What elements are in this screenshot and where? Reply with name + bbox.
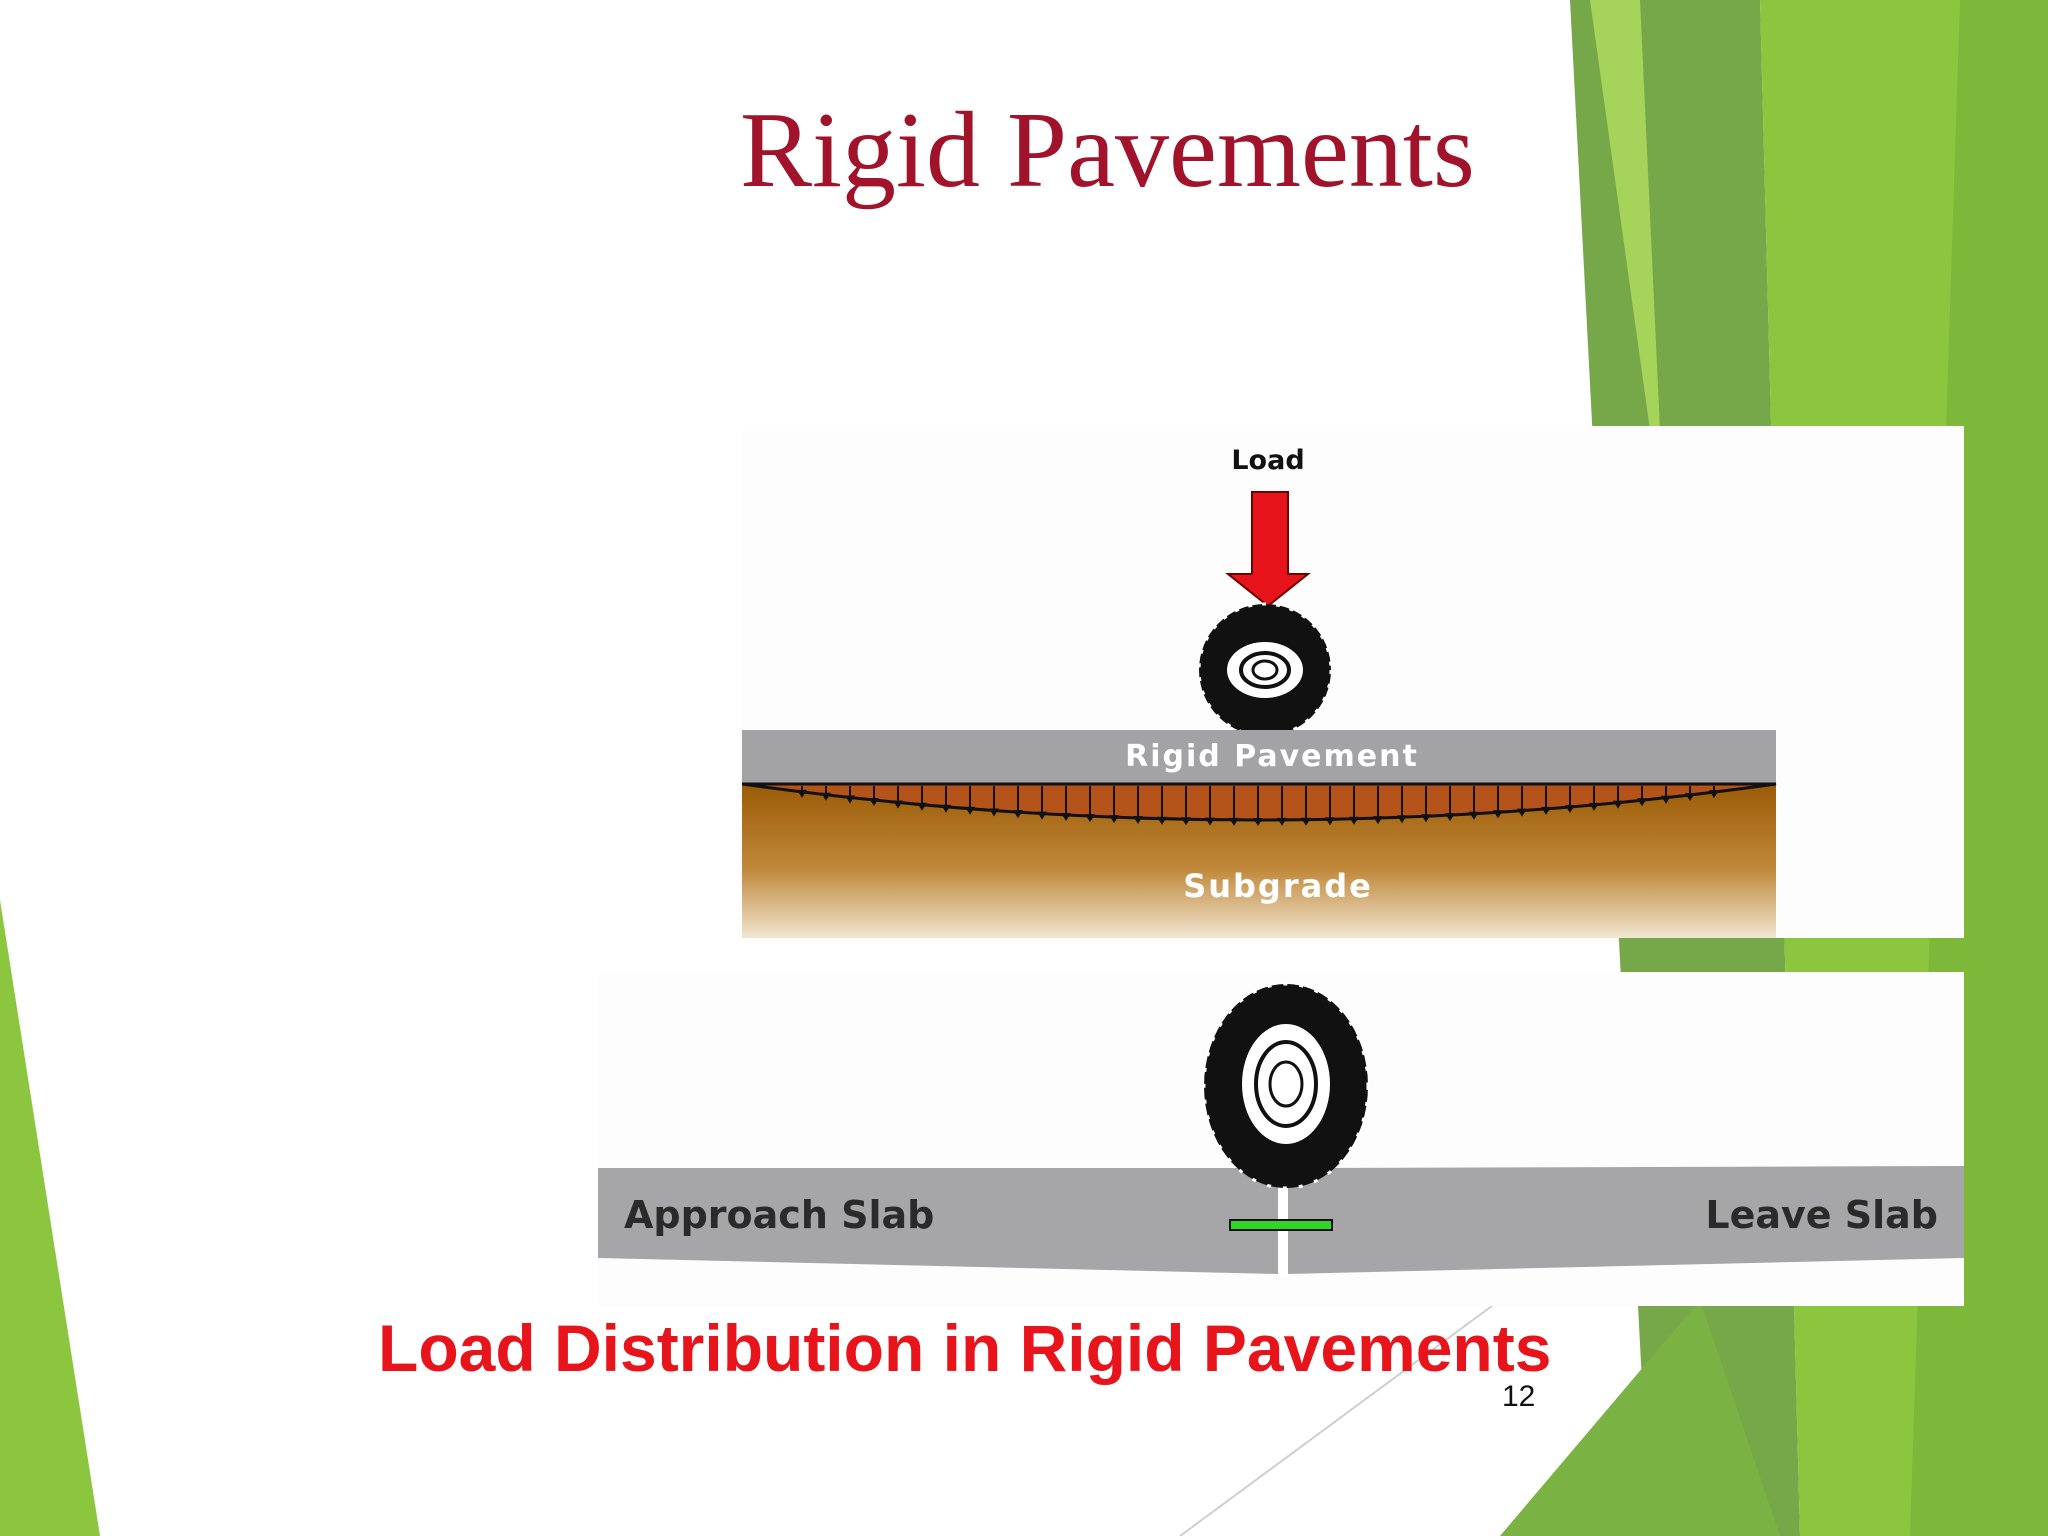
stress-arrow-head	[1205, 817, 1215, 826]
stress-arrow-head	[1709, 790, 1719, 799]
subgrade-label: Subgrade	[1183, 867, 1373, 905]
slab-joint-diagram: Approach Slab Leave Slab	[598, 972, 1964, 1306]
slide-caption: Load Distribution in Rigid Pavements	[378, 1311, 1552, 1385]
stress-arrow-head	[1541, 806, 1551, 815]
rigid-pavement-diagram: Load Rigid Pavement Subgrade	[742, 426, 1964, 938]
slide-title: Rigid Pavements	[740, 91, 1475, 210]
stress-arrow-head	[1229, 817, 1239, 826]
stress-arrow-head	[1589, 802, 1599, 811]
load-arrow	[1225, 491, 1311, 608]
stress-arrow-head	[1397, 815, 1407, 824]
rigid-pavement-label: Rigid Pavement	[1125, 739, 1419, 774]
stress-arrow-head	[917, 802, 927, 811]
stress-arrow-head	[989, 808, 999, 817]
joint-indicator-bar	[1229, 1219, 1333, 1231]
stress-arrow-head	[1253, 817, 1263, 826]
approach-slab-label: Approach Slab	[624, 1193, 934, 1237]
stress-arrow-head	[1085, 814, 1095, 823]
green-bottom-shape	[1500, 1300, 1780, 1536]
stress-arrow-head	[821, 792, 831, 801]
stress-arrow-head	[1349, 816, 1359, 825]
stress-arrow-head	[1445, 813, 1455, 822]
stress-arrow-head	[1133, 816, 1143, 825]
stress-arrow-head	[1181, 817, 1191, 826]
approach-slab	[598, 1168, 1278, 1274]
stress-arrow-head	[1661, 795, 1671, 804]
stress-arrow-head	[1469, 811, 1479, 820]
load-label: Load	[1231, 445, 1304, 476]
green-sliver	[1590, 0, 1660, 430]
stress-arrow-head	[1277, 817, 1287, 826]
wheel-icon	[1202, 982, 1370, 1190]
stress-arrow-head	[845, 795, 855, 804]
leave-slab	[1288, 1166, 1964, 1274]
stress-arrow-head	[1301, 817, 1311, 826]
stress-arrows	[797, 786, 1719, 826]
thin-divider-line	[1179, 1299, 1501, 1536]
stress-arrow-head	[1157, 816, 1167, 825]
stress-arrow-head	[941, 804, 951, 813]
stress-arrow-head	[1613, 800, 1623, 809]
wheel-icon	[1197, 602, 1333, 738]
green-left-shape	[0, 900, 100, 1536]
stress-arrow-head	[1109, 815, 1119, 824]
stress-arrow-head	[1565, 804, 1575, 813]
stress-arrow-head	[1037, 811, 1047, 820]
stress-arrow-head	[869, 798, 879, 807]
stress-arrow-head	[965, 806, 975, 815]
leave-slab-label: Leave Slab	[1705, 1193, 1938, 1237]
stress-arrow-head	[1493, 810, 1503, 819]
stress-arrow-head	[797, 789, 807, 798]
stress-arrow-head	[1061, 812, 1071, 821]
rigid-pavement-layer	[742, 730, 1776, 786]
stress-arrow-head	[893, 800, 903, 809]
stress-arrow-head	[1421, 814, 1431, 823]
stress-arrow-head	[1013, 810, 1023, 819]
stress-arrow-head	[1685, 792, 1695, 801]
stress-arrow-head	[1637, 798, 1647, 807]
stress-arrow-head	[1517, 808, 1527, 817]
stress-arrow-head	[1373, 816, 1383, 825]
page-number: 12	[1502, 1380, 1536, 1413]
stress-arrow-head	[1325, 817, 1335, 826]
